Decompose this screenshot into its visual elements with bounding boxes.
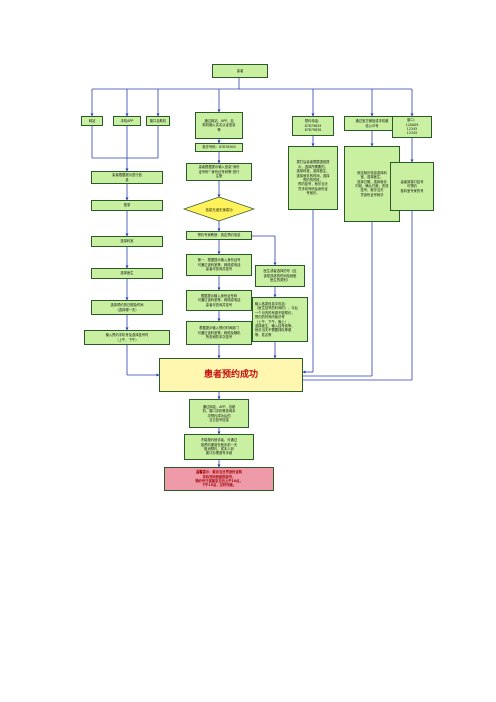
left-step-department: 选择科室 [91,236,163,247]
notice-node: 温馨提示：就诊当日凭身份证和 手机号码到医院挂号， 预约号只保留至当日上午10点… [164,467,274,491]
mid-step-b: 根据提示输入身份证号码 可通过该科室等，网络或电话 患者可查询并挂号 [186,290,252,311]
visit-number-node: 就诊号码：87878309 [195,143,243,152]
after-cancel-node: 不能按约就诊者，可通过 各预约渠道在就诊前一天 取消预约，或本人到 窗口办理退号… [184,434,254,460]
window-desc: 患者到窗口挂号 可预约 各科室专家的号 [390,162,434,211]
success-node: 患者预约成功 [159,358,303,392]
left-step-doctor: 选择医生 [91,268,163,279]
left-step-date: 选择预约的日期及时间 （选择哪一天） [91,300,163,315]
decision-diamond [182,196,256,222]
start-node: 患者 [212,64,268,78]
mid-right-info: 输入各类信息中包括： （医生挂号的时间时）、今后 一个月内的号源不能预约， 预约… [252,297,308,342]
website-node: 网站 [81,116,103,126]
left-step-phone: 输入预约手机号及选择挂号时 （上午、下午） [84,330,170,345]
register-info-node: 患者根据提示输入信息"身份 证号码""身份证号码等"进行 注册 [186,163,252,181]
decision-text: 信息无误无误成功 [205,207,233,212]
after-query-node: 通过网站、APP、自助 机、窗口手机等查询本 次预约成功后的 当日挂号信息 [189,399,249,428]
left-step-login: 登录 [91,200,163,211]
left-step-info: 患者根据提示进行信 息 [91,171,163,184]
wechat-node: 通过官方微信或手机微 信公众号 [344,116,400,131]
mid-step-a: 第一、根据提示输入身份证号 可通过该科室等，网络或电话 患者可查询并挂号 [186,254,252,276]
mid-step-c: 根据提示输入预约时间部门 可通过该科室等，网络及随机 所查询的本次挂号 [186,321,252,345]
mid-right-note: 医生或者选择的号（应 该是具体的时间及就医 医生的类别） [255,265,305,287]
mobile-app-node: 手机APP [113,116,141,126]
window-node: 窗口： 120009 12345 12345 [392,116,432,138]
hotline-desc: 拨打后患者根据语音提 示，选择所需要的， 选择科室，选择医生， 选择就诊的时间，… [288,146,338,210]
kiosk-node: 窗口自助机 [146,116,170,126]
login-node: 通过网站、APP、自 助机输入实名认证信息 等 [195,112,243,139]
appt-select-node: 预约专家教授：选定预约信息 [186,231,252,240]
hotline-node: 预约电话： 87879829 87879830 [292,116,334,136]
